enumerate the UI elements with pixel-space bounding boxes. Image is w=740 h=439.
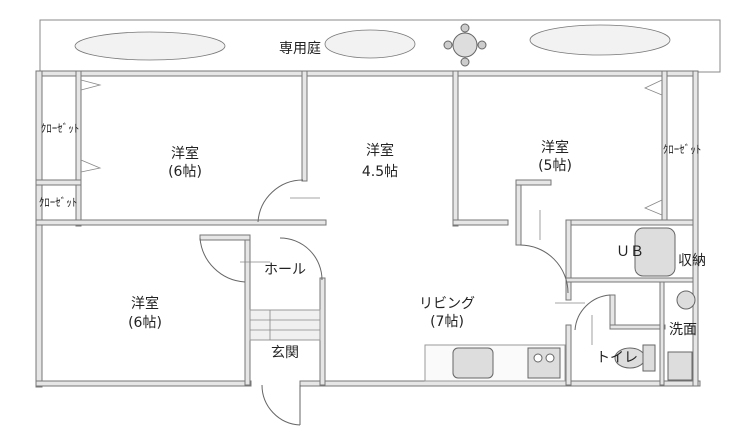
- toilet-icon: [614, 344, 656, 372]
- outer-walls: [35, 70, 701, 388]
- garden-label: 専用庭: [279, 40, 321, 57]
- stove-icon: [527, 347, 561, 379]
- sink-icon: [452, 347, 494, 379]
- garden-area: 専用庭: [39, 19, 721, 73]
- room-size: (6帖): [168, 164, 202, 180]
- room-name: リビング: [419, 296, 475, 312]
- room-size: 4.5帖: [362, 164, 398, 180]
- interior-walls: [35, 70, 694, 386]
- washbasin-icon: [676, 290, 696, 310]
- washer-icon: [667, 351, 693, 381]
- kitchen-counter: [424, 344, 566, 382]
- room-name: 洋室: [131, 295, 159, 312]
- toilet-label: トイレ: [596, 350, 638, 366]
- room-name: 洋室: [366, 142, 394, 159]
- room-size: (7帖): [430, 314, 464, 330]
- entrance-floor: [249, 309, 321, 341]
- hall-label: ホール: [264, 262, 306, 278]
- entrance-label: 玄関: [271, 344, 299, 361]
- closet-label: ｸﾛｰｾﾞｯﾄ: [39, 196, 78, 209]
- doors: [199, 179, 611, 426]
- room-name: 洋室: [171, 145, 199, 162]
- bath-label: ＵＢ: [616, 244, 644, 260]
- room-size: (5帖): [538, 158, 572, 174]
- table-chairs-icon: [443, 23, 487, 67]
- closet-doors: [80, 79, 663, 216]
- room-size: (6帖): [128, 315, 162, 331]
- storage-label: 収納: [678, 253, 706, 269]
- washroom-label: 洗面: [669, 322, 697, 338]
- shrub-icon: [529, 24, 671, 56]
- shrub-icon: [324, 29, 416, 59]
- shrub-icon: [74, 31, 226, 61]
- bathtub-icon: [634, 227, 676, 277]
- closet-label: ｸﾛｰｾﾞｯﾄ: [41, 122, 80, 135]
- room-name: 洋室: [541, 139, 569, 156]
- closet-label: ｸﾛｰｾﾞｯﾄ: [663, 143, 702, 156]
